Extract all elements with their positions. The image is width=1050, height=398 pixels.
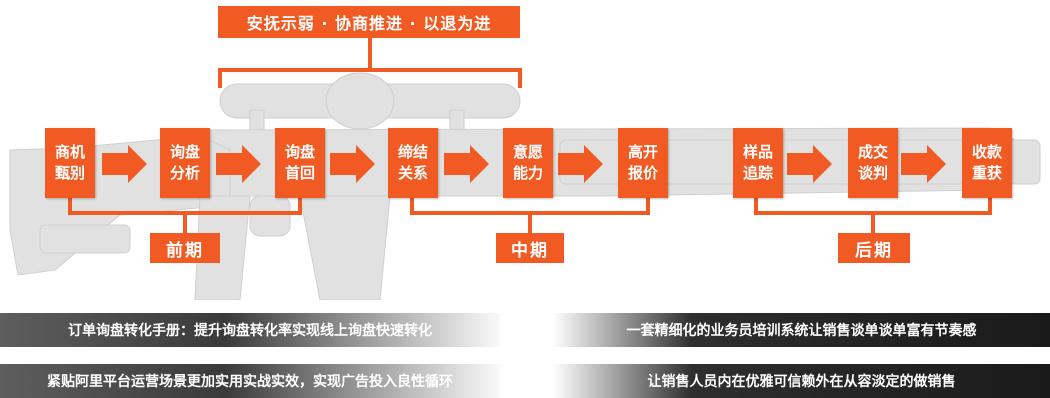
step-deal-negotiation: 成交 谈判: [848, 128, 898, 198]
strategy-banner: 安抚示弱 · 协商推进 · 以退为进: [218, 6, 520, 38]
phase-middle: 中期: [496, 233, 564, 263]
step-label-line1: 缔结: [397, 143, 428, 161]
phase-late: 后期: [838, 233, 910, 263]
step-label-line2: 报价: [627, 164, 658, 182]
step-label-line1: 询盘: [169, 143, 200, 161]
arrow-icon: [216, 145, 261, 183]
step-inquiry-analysis: 询盘 分析: [160, 128, 210, 198]
arrow-icon: [901, 145, 946, 183]
step-label-line1: 高开: [627, 143, 658, 161]
bar-right-bottom: 让销售人员内在优雅可信赖外在从容淡定的做销售: [553, 364, 1050, 398]
step-payment-regain: 收款 重获: [962, 128, 1012, 198]
step-label-line1: 商机: [54, 143, 85, 161]
step-label-line2: 关系: [397, 164, 428, 182]
step-label-line2: 甄别: [54, 164, 85, 182]
step-label-line2: 重获: [971, 164, 1002, 182]
step-first-reply: 询盘 首回: [275, 128, 325, 198]
bar-left-top: 订单询盘转化手册：提升询盘转化率实现线上询盘快速转化: [0, 313, 500, 347]
arrow-icon: [787, 145, 832, 183]
arrow-icon: [444, 145, 489, 183]
step-label-line1: 收款: [971, 143, 1002, 161]
phase-early: 前期: [150, 233, 220, 263]
step-label-line2: 谈判: [857, 164, 888, 182]
arrow-icon: [558, 145, 603, 183]
step-label-line2: 分析: [169, 164, 200, 182]
arrow-icon: [330, 145, 375, 183]
step-build-relationship: 缔结 关系: [388, 128, 438, 198]
step-label-line2: 能力: [512, 164, 543, 182]
bar-left-bottom: 紧贴阿里平台运营场景更加实用实战实效，实现广告投入良性循环: [0, 364, 500, 398]
step-label-line1: 询盘: [284, 143, 315, 161]
bar-right-top: 一套精细化的业务员培训系统让销售谈单谈单富有节奏感: [553, 313, 1050, 347]
step-label-line1: 成交: [857, 143, 888, 161]
step-business-screening: 商机 甄别: [45, 128, 95, 198]
step-high-quote: 高开 报价: [618, 128, 668, 198]
arrow-icon: [102, 145, 147, 183]
step-sample-tracking: 样品 追踪: [733, 128, 783, 198]
step-label-line2: 首回: [284, 164, 315, 182]
step-label-line1: 样品: [742, 143, 773, 161]
step-label-line2: 追踪: [742, 164, 773, 182]
step-label-line1: 意愿: [512, 143, 543, 161]
step-willingness-ability: 意愿 能力: [503, 128, 553, 198]
